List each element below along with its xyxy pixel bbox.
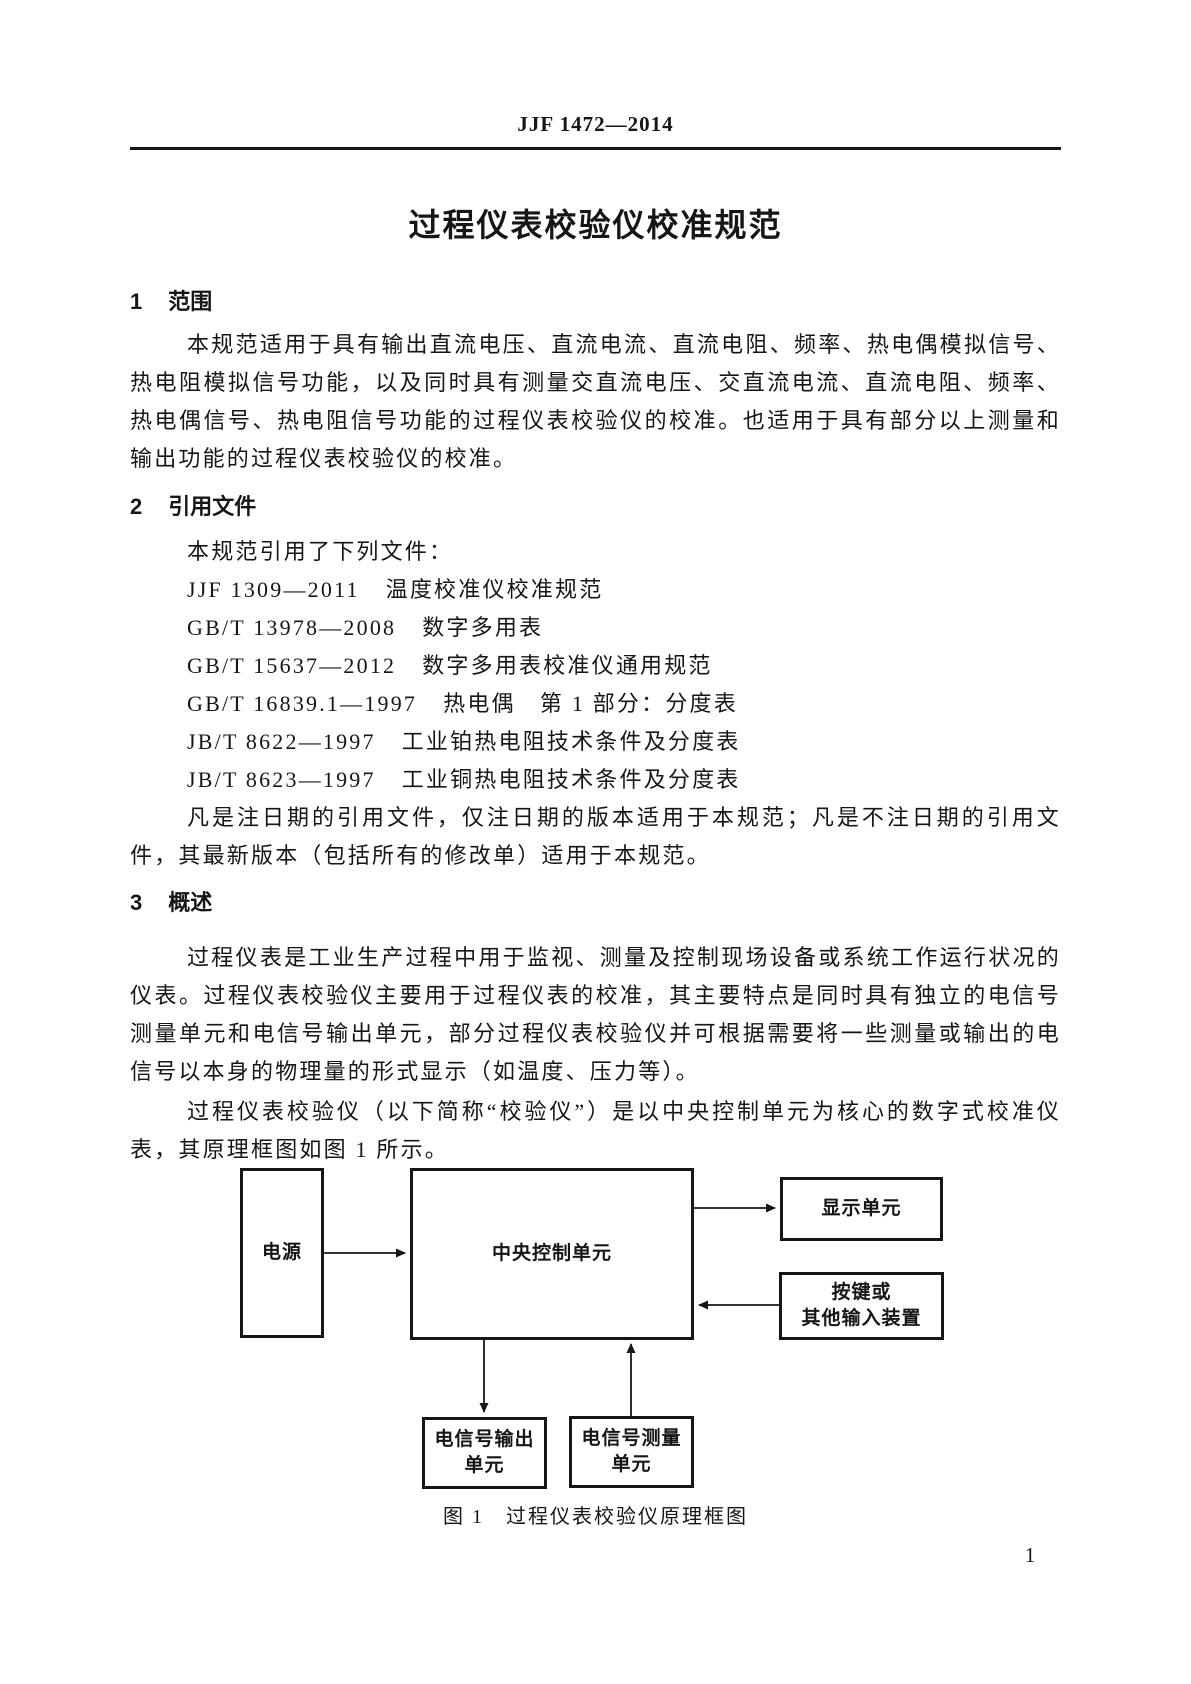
reference-name: 热电偶 第 1 部分：分度表 (443, 691, 738, 716)
reference-code: JJF 1309—2011 (187, 577, 360, 602)
reference-code: GB/T 16839.1—1997 (187, 691, 418, 716)
reference-name: 数字多用表 (422, 615, 544, 640)
reference-code: GB/T 13978—2008 (187, 615, 397, 640)
reference-name: 温度校准仪校准规范 (385, 577, 604, 602)
page-number: 1 (1024, 1543, 1036, 1567)
section-number: 1 (130, 289, 143, 314)
section-heading-references: 2 引用文件 (130, 489, 1061, 525)
document-title: 过程仪表校验仪校准规范 (408, 207, 783, 243)
references-closing-paragraph: 凡是注日期的引用文件，仅注日期的版本适用于本规范；凡是不注日期的引用文件，其最新… (130, 805, 1061, 868)
section-heading-scope: 1 范围 (130, 284, 1061, 320)
reference-item: GB/T 13978—2008 数字多用表 (130, 609, 1061, 647)
reference-item: JB/T 8623—1997 工业铜热电阻技术条件及分度表 (130, 761, 1061, 799)
figure-caption: 图 1 过程仪表校验仪原理框图 (443, 1506, 748, 1528)
header-divider-rule (130, 147, 1061, 150)
reference-item: GB/T 16839.1—1997 热电偶 第 1 部分：分度表 (130, 685, 1061, 723)
reference-item: JJF 1309—2011 温度校准仪校准规范 (130, 571, 1061, 609)
standard-code-header: JJF 1472—2014 (517, 112, 674, 136)
reference-code: JB/T 8623—1997 (187, 767, 376, 792)
reference-item: GB/T 15637—2012 数字多用表校准仪通用规范 (130, 647, 1061, 685)
diagram-box-signal-output-unit: 电信号输出 单元 (422, 1417, 547, 1489)
reference-code: GB/T 15637—2012 (187, 653, 397, 678)
references-intro: 本规范引用了下列文件： (187, 539, 454, 564)
overview-paragraph-1: 过程仪表是工业生产过程中用于监视、测量及控制现场设备或系统工作运行状况的仪表。过… (130, 945, 1061, 1084)
reference-code: JB/T 8622—1997 (187, 729, 376, 754)
section-title: 概述 (168, 890, 213, 915)
diagram-box-key-input-device: 按键或 其他输入装置 (779, 1272, 944, 1340)
diagram-box-signal-measure-unit: 电信号测量 单元 (569, 1416, 694, 1488)
scope-paragraph: 本规范适用于具有输出直流电压、直流电流、直流电阻、频率、热电偶模拟信号、热电阻模… (130, 332, 1061, 471)
reference-item: JB/T 8622—1997 工业铂热电阻技术条件及分度表 (130, 723, 1061, 761)
section-title: 范围 (168, 289, 213, 314)
reference-name: 工业铂热电阻技术条件及分度表 (401, 729, 741, 754)
overview-paragraph-2: 过程仪表校验仪（以下简称“校验仪”）是以中央控制单元为核心的数字式校准仪表，其原… (130, 1099, 1061, 1162)
diagram-box-power-supply: 电源 (240, 1168, 324, 1338)
references-block: 本规范引用了下列文件： JJF 1309—2011 温度校准仪校准规范 GB/T … (130, 533, 1061, 875)
section-title: 引用文件 (168, 494, 257, 519)
section-number: 2 (130, 494, 143, 519)
reference-name: 工业铜热电阻技术条件及分度表 (401, 767, 741, 792)
section-heading-overview: 3 概述 (130, 885, 1061, 921)
diagram-box-central-control: 中央控制单元 (410, 1168, 694, 1340)
reference-name: 数字多用表校准仪通用规范 (422, 653, 713, 678)
diagram-box-display-unit: 显示单元 (780, 1177, 943, 1241)
section-number: 3 (130, 890, 143, 915)
